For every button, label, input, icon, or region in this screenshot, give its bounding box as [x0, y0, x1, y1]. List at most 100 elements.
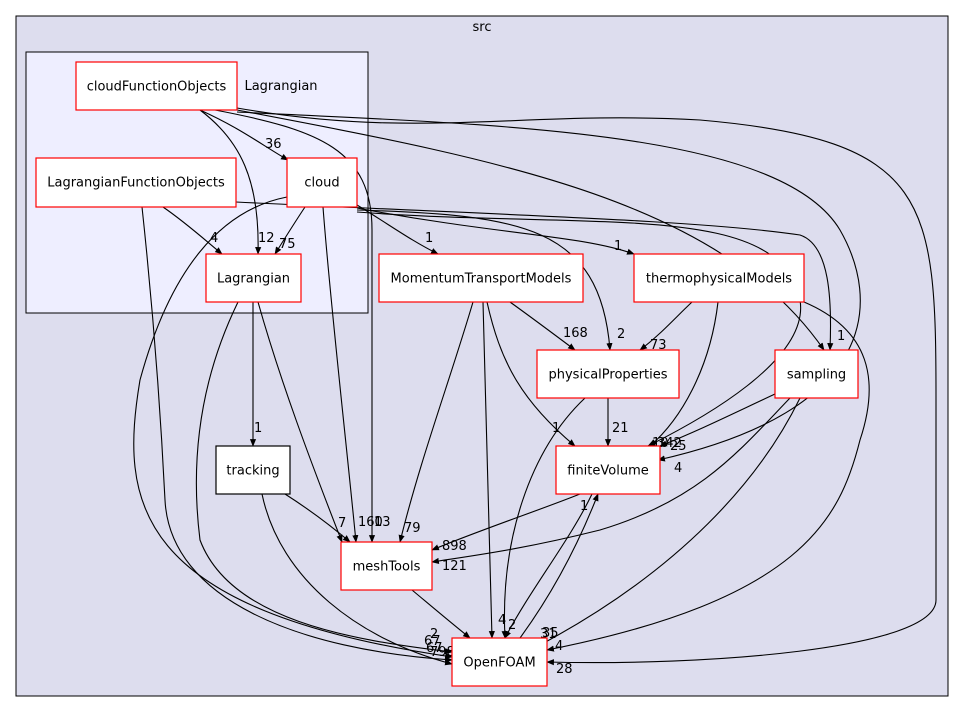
edge-label-track-mesh: 7: [338, 516, 346, 531]
edge-mtm-mesh: [398, 301, 474, 543]
edge-cloud-of: [133, 196, 453, 660]
edge-label-mtm-of: 4: [498, 613, 506, 628]
node-label: physicalProperties: [549, 368, 668, 383]
edge-label-cfo-samp: 1: [837, 329, 845, 344]
node-physicalproperties[interactable]: physicalProperties: [536, 349, 680, 399]
node-lagrangianfunctionobjects[interactable]: LagrangianFunctionObjects: [35, 157, 237, 208]
node-label: thermophysicalModels: [646, 272, 792, 287]
edge-cloud-mesh: [322, 206, 359, 543]
node-box: [215, 445, 291, 495]
edge-label-cloud-mtm: 1: [425, 231, 433, 246]
edge-label-cloud-mesh: 160: [358, 515, 383, 530]
node-box: [35, 157, 237, 208]
edge-label-cloud-phys: 2: [617, 327, 625, 342]
edge-lfo-lag: [162, 206, 223, 255]
edge-fv-mesh: [431, 493, 581, 551]
edge-mesh-of: [411, 589, 471, 639]
node-cloudfunctionobjects[interactable]: cloudFunctionObjects: [75, 61, 238, 111]
node-box: [451, 637, 548, 687]
edge-label-cloud-of: 67: [424, 634, 441, 649]
edge-of-fv: [519, 493, 599, 639]
node-label: tracking: [226, 464, 279, 479]
edge-label-samp-mesh: 121: [442, 559, 467, 574]
node-thermophysicalmodels[interactable]: thermophysicalModels: [633, 253, 805, 303]
edge-label-lag-track: 1: [254, 421, 262, 436]
edge-cloud-lag: [274, 206, 306, 255]
edge-label-cfo-cloud: 36: [265, 137, 282, 152]
edge-label-of-fv: 1: [580, 499, 588, 514]
edge-cloud-thermo: [356, 207, 635, 255]
node-label: LagrangianFunctionObjects: [47, 176, 225, 191]
nodes: cloudFunctionObjects LagrangianFunctionO…: [35, 61, 859, 687]
edge-mtm-phys: [509, 301, 576, 351]
edge-label-samp-of: 35: [542, 626, 559, 641]
edge-thermo-of: [546, 301, 870, 652]
edge-track-mesh: [284, 493, 351, 543]
edge-label-fv-mesh: 898: [442, 539, 467, 554]
edge-cfo-lag: [199, 109, 262, 255]
edge-label-track-of: 798: [430, 645, 455, 660]
edge-fv-of: [504, 493, 593, 639]
edge-label-cfo-lag: 12: [258, 231, 275, 246]
edge-label-phys-fv: 21: [612, 421, 629, 436]
node-label: sampling: [787, 368, 846, 383]
edge-label-cfo-fv: 4: [674, 461, 682, 476]
edge-cloud-phys: [356, 209, 613, 351]
edge-lag-mesh: [257, 301, 343, 543]
edge-label-samp-fv: 25: [670, 439, 687, 454]
edge-label-lag-of: 2: [430, 627, 438, 642]
node-box: [286, 157, 358, 208]
node-label: cloudFunctionObjects: [87, 80, 227, 95]
edge-lfo-samp: [235, 201, 834, 351]
edge-label-fv-of: 2: [508, 618, 516, 633]
edge-samp-fv: [659, 393, 776, 447]
edge-label-cloud-thermo: 1: [614, 239, 622, 254]
node-box: [340, 541, 433, 591]
edge-label-cfo-mesh: 1: [374, 515, 382, 530]
node-box: [555, 445, 661, 495]
node-openfoam[interactable]: OpenFOAM: [451, 637, 548, 687]
edges: 36 12 1 1 4 28 4 67 75 1 1 2 160 67 10: [133, 107, 937, 677]
edge-label-mtm-fv: 1: [552, 421, 560, 436]
edge-label-cfo-of: 28: [556, 662, 573, 677]
node-sampling[interactable]: sampling: [774, 349, 859, 399]
node-box: [633, 253, 805, 303]
node-label: Lagrangian: [217, 272, 290, 287]
edge-label-cloud-lag: 75: [279, 237, 296, 252]
edge-label-lfo-lag: 4: [210, 231, 218, 246]
node-box: [75, 61, 238, 111]
edge-thermo-phys: [639, 301, 693, 351]
edge-samp-of: [539, 397, 801, 646]
edge-thermo-fv: [649, 301, 719, 447]
edge-mtm-of: [482, 301, 495, 639]
edge-label-thermo-phys: 73: [650, 338, 667, 353]
node-finitevolume[interactable]: finiteVolume: [555, 445, 661, 495]
node-label: meshTools: [353, 560, 421, 575]
edge-track-of: [261, 493, 453, 666]
node-box: [205, 253, 302, 303]
edge-cfo-cloud: [199, 109, 289, 161]
edge-label-thermo-of: 4: [555, 639, 563, 654]
node-cloud[interactable]: cloud: [286, 157, 358, 208]
edge-label-mtm-phys: 168: [563, 326, 588, 341]
node-box: [774, 349, 859, 399]
edge-cfo-of: [236, 107, 937, 666]
node-lagrangian[interactable]: Lagrangian: [205, 253, 302, 303]
edge-samp-mesh: [431, 397, 791, 564]
node-momentumtransportmodels[interactable]: MomentumTransportModels: [378, 253, 584, 303]
node-tracking[interactable]: tracking: [215, 445, 291, 495]
node-label: OpenFOAM: [463, 656, 535, 671]
node-meshtools[interactable]: meshTools: [340, 541, 433, 591]
edge-lfo-of: [141, 206, 453, 663]
edge-lag-of: [195, 301, 453, 655]
node-box: [378, 253, 584, 303]
edge-phys-of: [501, 397, 586, 639]
node-box: [536, 349, 680, 399]
node-label: finiteVolume: [567, 464, 649, 479]
cluster-lagrangian-label[interactable]: Lagrangian: [244, 79, 317, 94]
edge-label-lfo-of: 67: [426, 641, 443, 656]
cluster-src-label[interactable]: src: [473, 20, 492, 35]
edge-label-lag-mesh: 13: [374, 515, 391, 530]
edge-label-mtm-mesh: 79: [404, 521, 421, 536]
